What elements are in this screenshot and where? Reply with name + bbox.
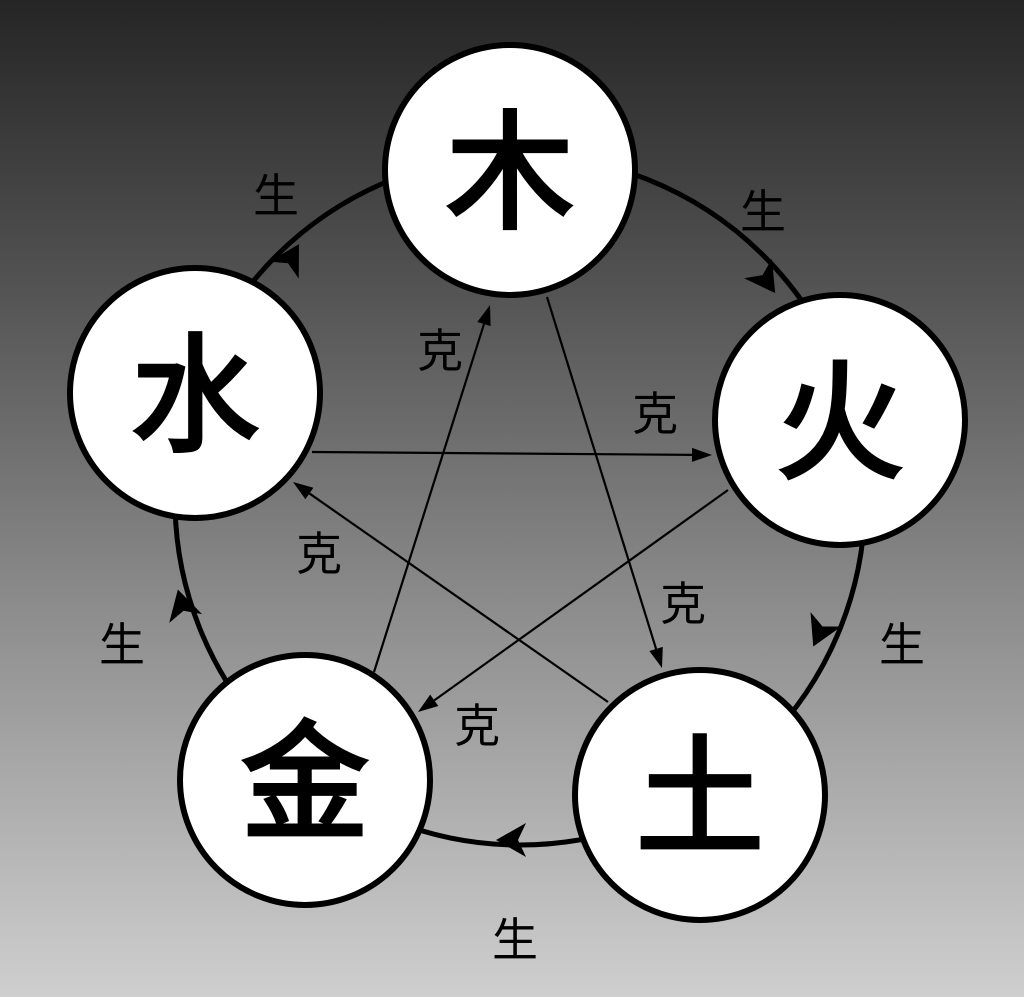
- generating-arrowhead-metal-water: [169, 589, 203, 623]
- generating-label: 生: [253, 169, 299, 223]
- generating-label: 生: [879, 618, 925, 672]
- element-circle: [67, 265, 323, 521]
- element-circle: [177, 652, 433, 908]
- overcoming-label: 克: [660, 577, 706, 631]
- element-node-metal: 金: [177, 652, 433, 908]
- element-label: 火: [776, 350, 904, 499]
- overcoming-line-metal-wood: [372, 323, 486, 673]
- generating-label: 生: [492, 913, 538, 967]
- element-label: 金: [240, 710, 370, 859]
- overcoming-cycle: [293, 296, 729, 712]
- overcoming-line-fire-metal: [433, 489, 729, 702]
- generating-arrowhead-earth-metal: [496, 823, 526, 857]
- overcoming-arrowhead: [293, 482, 314, 500]
- element-node-earth: 土: [572, 667, 828, 923]
- overcoming-label: 克: [296, 527, 342, 581]
- generating-arrowhead-wood-fire: [744, 258, 776, 294]
- element-node-water: 水: [67, 265, 323, 521]
- generating-arrowhead-water-wood: [269, 244, 299, 279]
- element-label: 土: [636, 725, 764, 874]
- element-circle: [382, 42, 638, 298]
- generating-cycle: [169, 244, 842, 857]
- element-circle: [572, 667, 828, 923]
- element-node-wood: 木: [382, 42, 638, 298]
- overcoming-label: 克: [632, 387, 678, 441]
- element-circle: [712, 292, 968, 548]
- overcoming-line-wood-earth: [545, 296, 658, 650]
- overcoming-line-water-fire: [311, 450, 693, 456]
- generating-arrowhead-fire-earth: [810, 612, 842, 647]
- overcoming-arrowhead: [418, 694, 439, 712]
- element-label: 木: [446, 100, 574, 249]
- overcoming-line-earth-water: [308, 492, 609, 703]
- element-nodes: 木火土 金 水: [67, 42, 968, 923]
- overcoming-label: 克: [417, 324, 463, 378]
- element-node-fire: 火: [712, 292, 968, 548]
- generating-label: 生: [740, 185, 786, 239]
- overcoming-label: 克: [454, 699, 500, 753]
- overcoming-arrowhead: [649, 646, 663, 668]
- overcoming-arrowhead: [477, 305, 491, 327]
- generating-label: 生: [99, 618, 145, 672]
- overcoming-arrowhead: [691, 447, 712, 462]
- element-label: 水: [131, 323, 260, 472]
